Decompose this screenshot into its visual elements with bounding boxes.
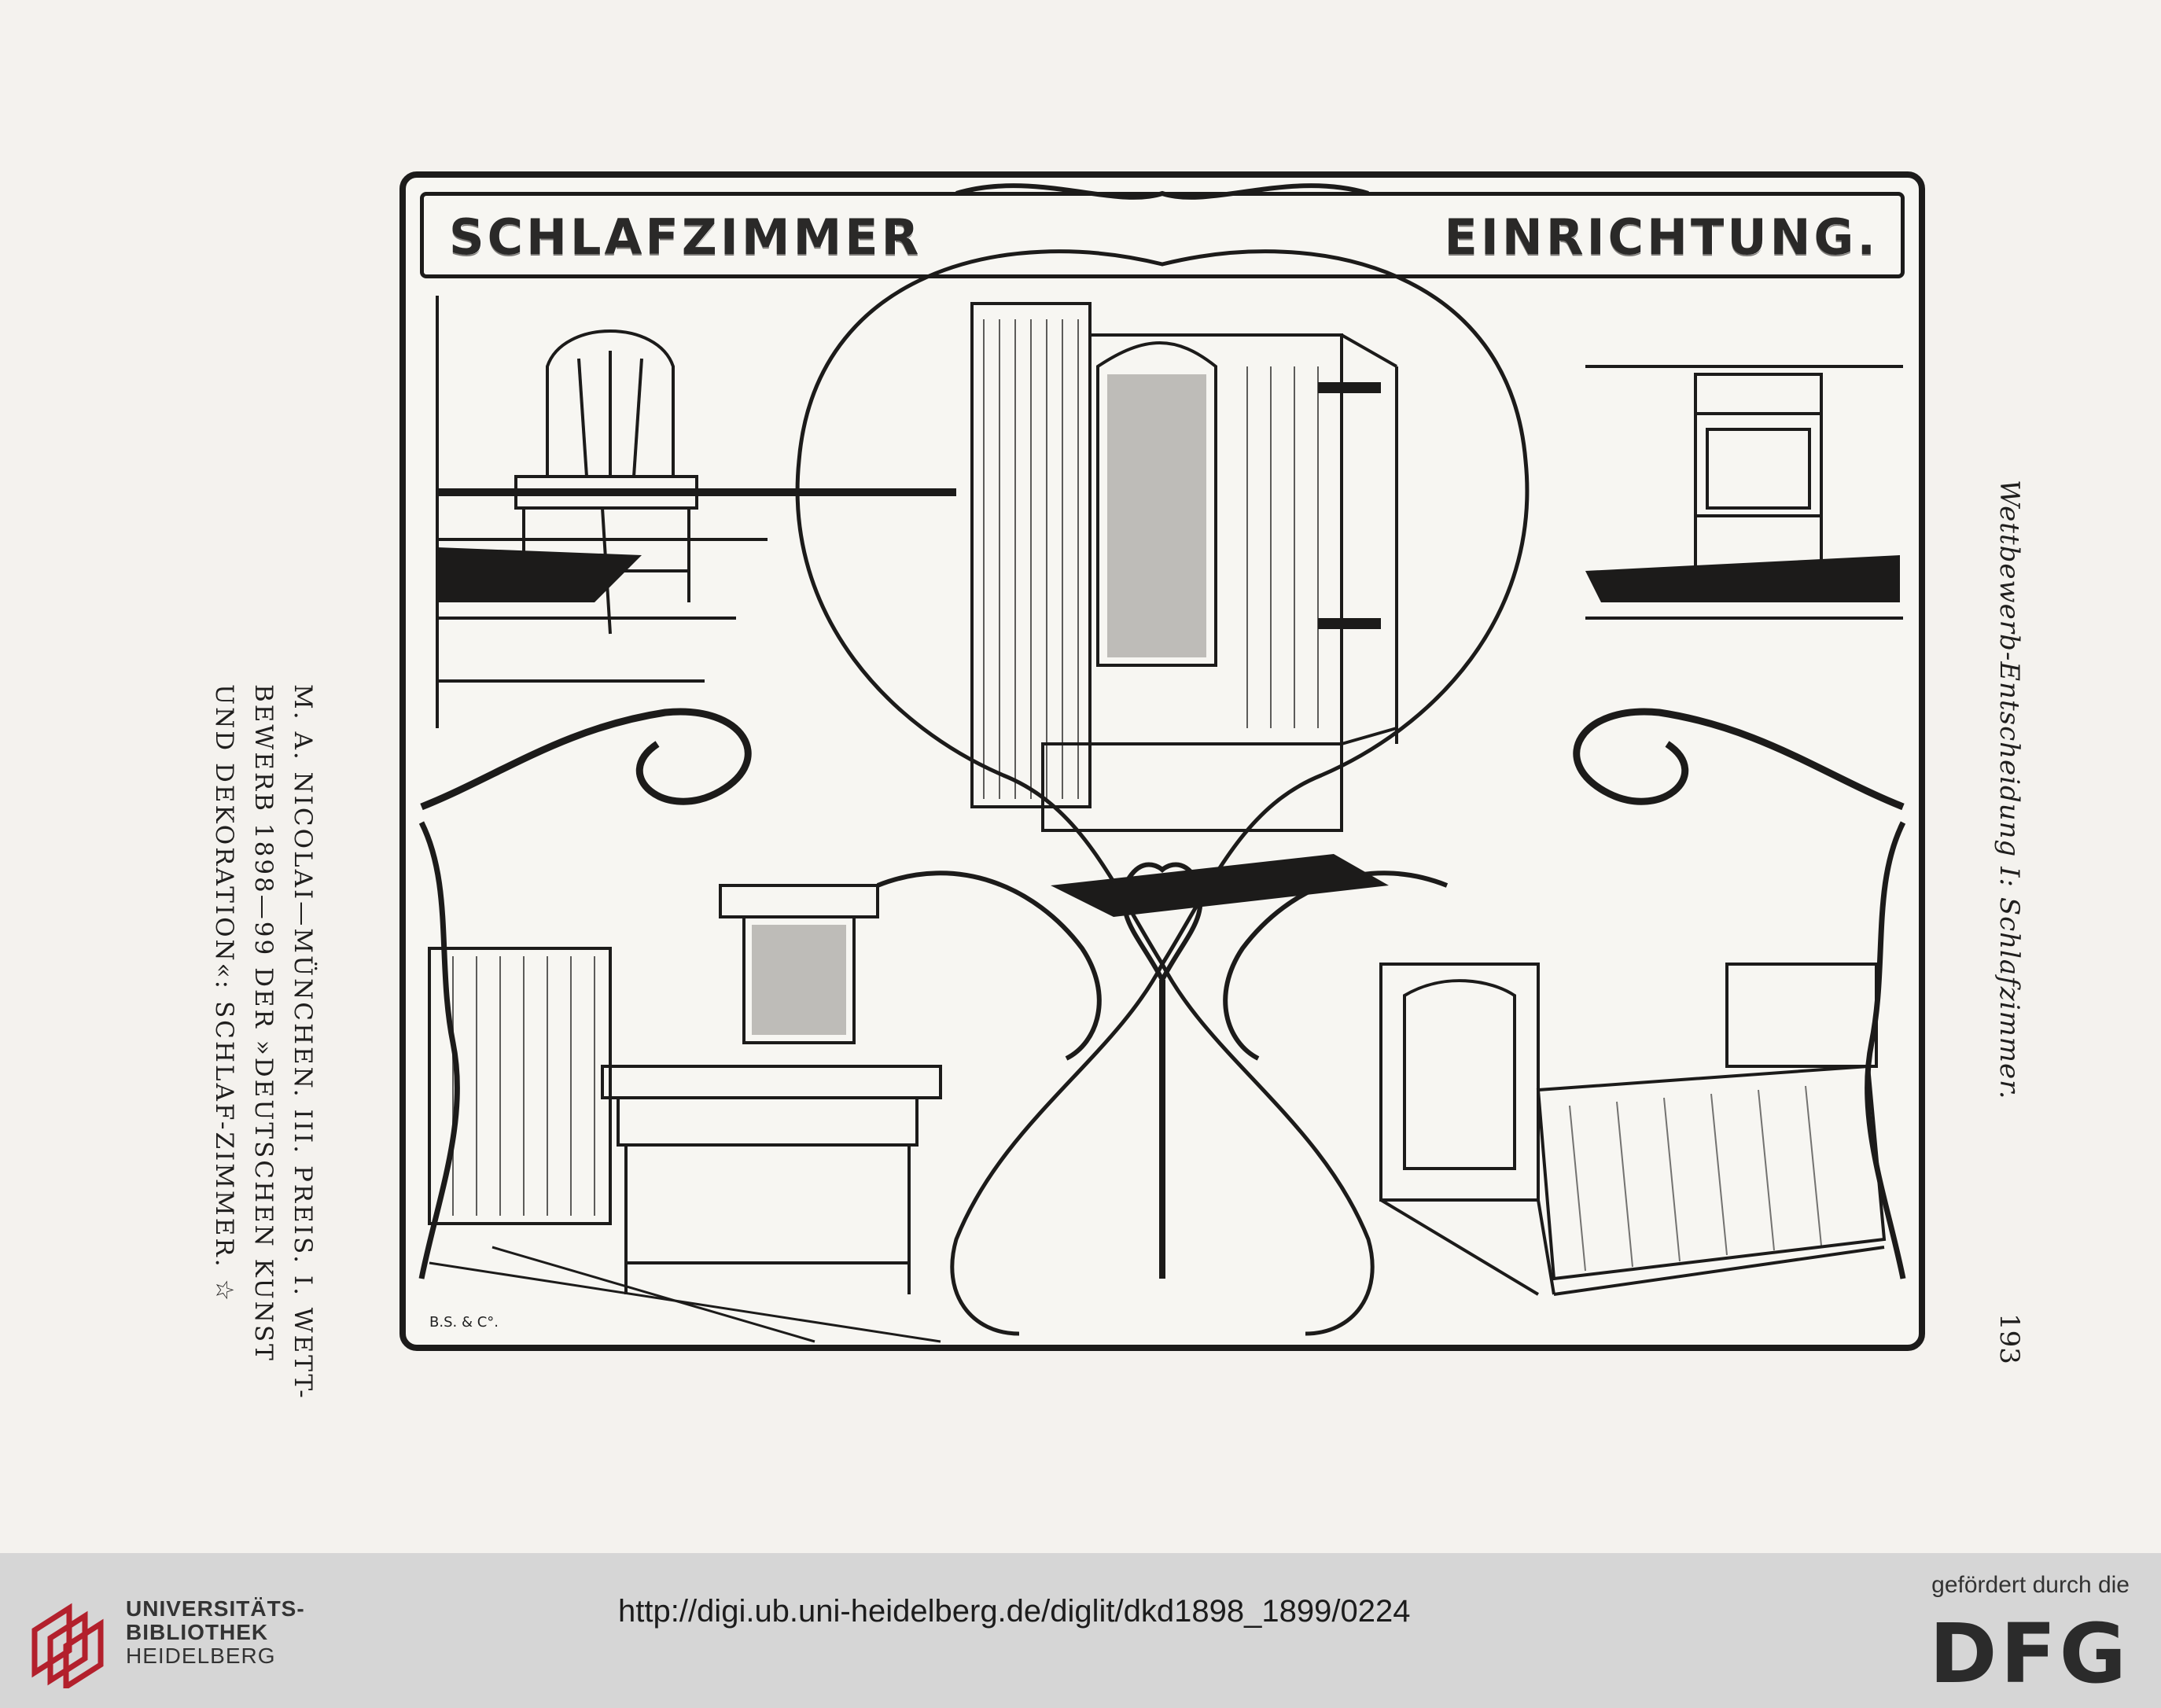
plate-title-right: EINRICHTUNG. — [1444, 208, 1879, 266]
viewer-footer: UNIVERSITÄTS- BIBLIOTHEK HEIDELBERG http… — [0, 1553, 2161, 1708]
plate-title-left: SCHLAFZIMMER — [449, 208, 922, 266]
plate-caption: M. A. NICOLAI—MÜNCHEN. III. PREIS. I. WE… — [204, 684, 322, 1401]
dfg-logo: DFG — [1929, 1606, 2130, 1702]
permalink-url[interactable]: http://digi.ub.uni-heidelberg.de/diglit/… — [618, 1594, 1411, 1629]
printer-mark: B.S. & C°. — [429, 1314, 499, 1331]
caption-line-1: M. A. NICOLAI—MÜNCHEN. III. PREIS. I. WE… — [289, 684, 317, 1401]
caption-line-2: BEWERB 1898—99 DER »DEUTSCHEN KUNST — [249, 684, 278, 1363]
university-library-logo-icon — [31, 1603, 104, 1688]
page-number: 193 — [1993, 1313, 2025, 1364]
library-line-1: UNIVERSITÄTS- — [126, 1596, 305, 1621]
running-head: Wettbewerb-Entscheidung I: Schlafzimmer. — [1993, 480, 2025, 1100]
illustration-plate: SCHLAFZIMMER EINRICHTUNG. B.S. & C°. — [399, 171, 1925, 1351]
furniture-illustration — [418, 183, 1906, 1343]
library-line-3: HEIDELBERG — [126, 1644, 276, 1668]
scanned-page: SCHLAFZIMMER EINRICHTUNG. B.S. & C°. M. … — [204, 171, 2025, 1401]
funding-note: gefördert durch die — [1931, 1572, 2130, 1598]
caption-line-3: UND DEKORATION«: SCHLAF-ZIMMER. ☆ — [210, 684, 238, 1304]
library-line-2: BIBLIOTHEK — [126, 1620, 269, 1644]
plate-title-band: SCHLAFZIMMER EINRICHTUNG. — [420, 192, 1905, 278]
university-library-name: UNIVERSITÄTS- BIBLIOTHEK HEIDELBERG — [126, 1597, 305, 1668]
